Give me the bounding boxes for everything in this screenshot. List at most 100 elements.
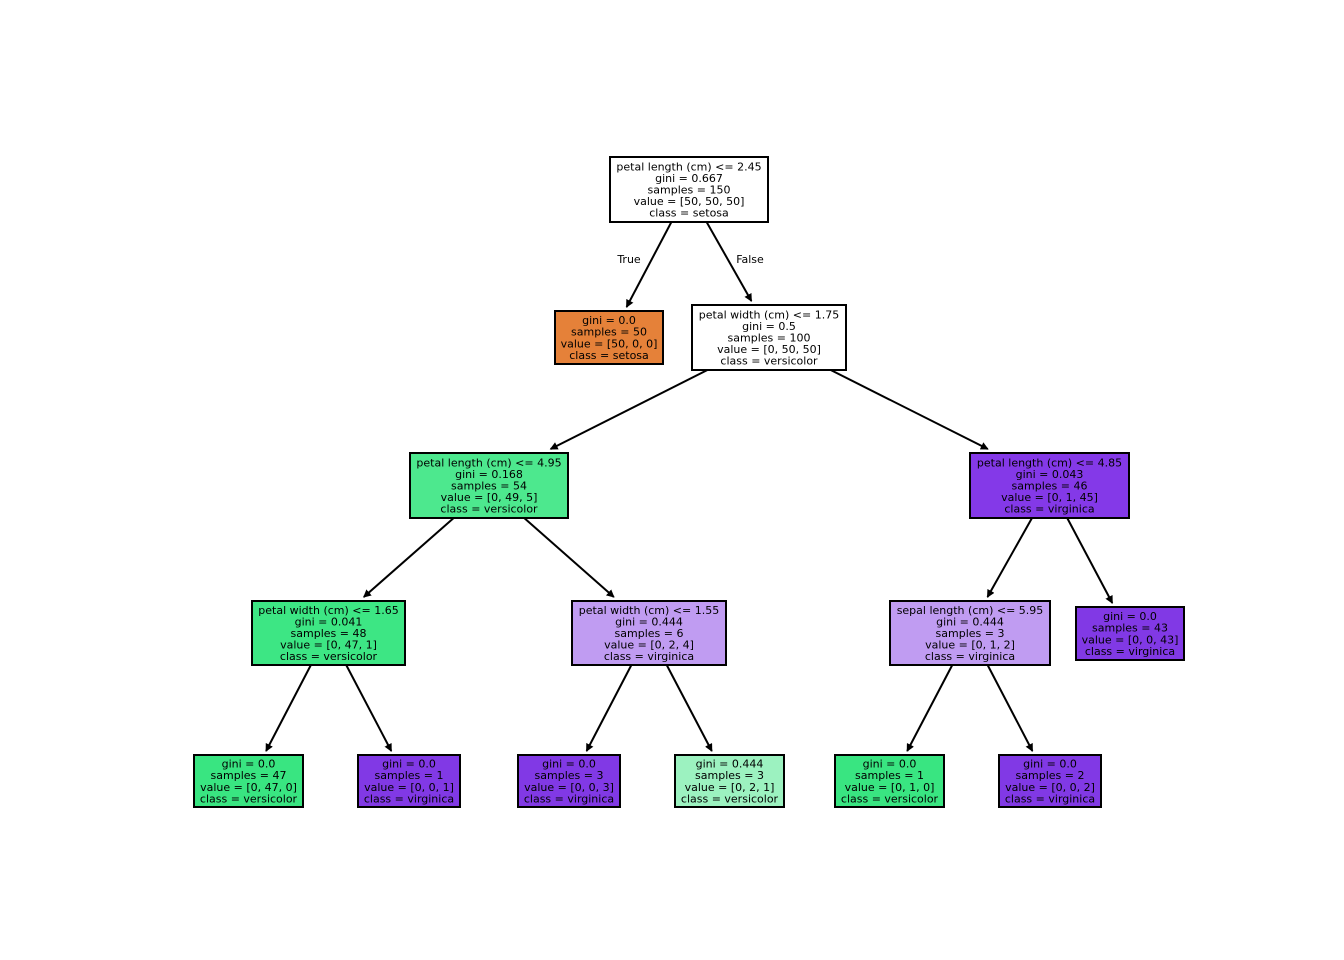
tree-edge-n4-n7 xyxy=(986,517,1033,598)
node-text-line: samples = 3 xyxy=(936,627,1005,640)
tree-edge-n5-n9 xyxy=(265,664,312,752)
node-text-line: value = [0, 0, 2] xyxy=(1005,781,1095,794)
node-box xyxy=(834,754,945,808)
node-box xyxy=(691,304,847,371)
node-text-line: samples = 1 xyxy=(375,769,444,782)
node-text-line: value = [0, 1, 45] xyxy=(1001,491,1098,504)
tree-edge-n5-n10 xyxy=(345,664,393,752)
node-text-line: value = [0, 2, 1] xyxy=(685,781,775,794)
node-text-line: samples = 46 xyxy=(1012,480,1088,493)
node-text-line: value = [0, 0, 43] xyxy=(1082,633,1179,646)
node-text-line: value = [0, 2, 4] xyxy=(604,639,694,652)
node-text-line: samples = 6 xyxy=(615,627,684,640)
node-box xyxy=(357,754,461,808)
node-box xyxy=(517,754,621,808)
node-box xyxy=(969,452,1130,519)
node-text-line: value = [50, 0, 0] xyxy=(561,337,658,350)
node-text-line: class = versicolor xyxy=(720,355,818,368)
node-text-line: petal width (cm) <= 1.55 xyxy=(579,604,719,617)
node-text-line: samples = 2 xyxy=(1016,769,1085,782)
node-text-line: gini = 0.0 xyxy=(542,758,596,771)
node-text-line: samples = 43 xyxy=(1092,622,1168,635)
edge-label-true: True xyxy=(616,253,641,266)
node-text-line: gini = 0.043 xyxy=(1016,468,1084,481)
edge-label-false: False xyxy=(736,253,764,266)
node-box xyxy=(571,600,727,666)
node-box xyxy=(554,310,664,365)
node-text-line: value = [0, 0, 3] xyxy=(524,781,614,794)
tree-edge-n3-n6 xyxy=(523,517,615,598)
node-box xyxy=(251,600,406,666)
node-text-line: class = versicolor xyxy=(440,503,538,516)
tree-edge-n7-n13 xyxy=(906,664,954,752)
node-text-line: class = virginica xyxy=(925,650,1015,663)
node-text-line: value = [0, 47, 1] xyxy=(280,639,377,652)
node-text-line: class = setosa xyxy=(569,349,649,362)
node-text-line: samples = 48 xyxy=(291,627,367,640)
tree-edge-n0-n1 xyxy=(625,221,673,308)
node-text-line: samples = 1 xyxy=(855,769,924,782)
node-box xyxy=(609,156,769,223)
node-box xyxy=(674,754,785,808)
tree-edge-n6-n12 xyxy=(665,664,713,752)
node-text-line: class = virginica xyxy=(1085,645,1175,658)
node-text-line: class = virginica xyxy=(1004,503,1094,516)
node-text-line: class = versicolor xyxy=(200,792,298,805)
node-text-line: samples = 54 xyxy=(451,480,527,493)
node-text-line: petal length (cm) <= 2.45 xyxy=(616,160,761,173)
node-text-line: value = [0, 1, 2] xyxy=(925,639,1015,652)
node-text-line: gini = 0.0 xyxy=(1023,758,1077,771)
node-text-line: class = setosa xyxy=(649,207,729,220)
tree-edge-n3-n5 xyxy=(363,517,455,598)
node-text-line: gini = 0.168 xyxy=(455,468,523,481)
node-text-line: samples = 47 xyxy=(211,769,287,782)
node-text-line: gini = 0.0 xyxy=(222,758,276,771)
tree-edge-n4-n8 xyxy=(1066,517,1114,604)
node-text-line: petal length (cm) <= 4.85 xyxy=(977,456,1122,469)
node-text-line: petal width (cm) <= 1.65 xyxy=(258,604,398,617)
node-text-line: gini = 0.0 xyxy=(863,758,917,771)
node-text-line: samples = 3 xyxy=(695,769,764,782)
node-text-line: petal width (cm) <= 1.75 xyxy=(699,308,839,321)
node-text-line: value = [0, 0, 1] xyxy=(364,781,454,794)
node-box xyxy=(409,452,569,519)
node-text-line: samples = 150 xyxy=(648,184,731,197)
node-text-line: gini = 0.0 xyxy=(582,314,636,327)
node-text-line: value = [0, 49, 5] xyxy=(441,491,538,504)
node-text-line: class = virginica xyxy=(1005,792,1095,805)
node-text-line: gini = 0.0 xyxy=(382,758,436,771)
node-text-line: sepal length (cm) <= 5.95 xyxy=(897,604,1044,617)
tree-edge-n0-n2 xyxy=(705,221,753,302)
node-text-line: value = [0, 50, 50] xyxy=(717,343,821,356)
tree-edge-n2-n4 xyxy=(830,369,989,450)
node-text-line: value = [0, 47, 0] xyxy=(200,781,297,794)
node-text-line: gini = 0.667 xyxy=(655,172,723,185)
node-text-line: gini = 0.444 xyxy=(615,615,683,628)
node-box xyxy=(998,754,1102,808)
node-text-line: samples = 3 xyxy=(535,769,604,782)
tree-edge-n6-n11 xyxy=(585,664,633,752)
node-text-line: samples = 50 xyxy=(571,326,647,339)
node-text-line: samples = 100 xyxy=(728,332,811,345)
tree-edge-n7-n14 xyxy=(986,664,1034,752)
node-box xyxy=(889,600,1051,666)
node-text-line: gini = 0.041 xyxy=(295,615,363,628)
node-text-line: class = versicolor xyxy=(681,792,779,805)
node-box xyxy=(193,754,304,808)
